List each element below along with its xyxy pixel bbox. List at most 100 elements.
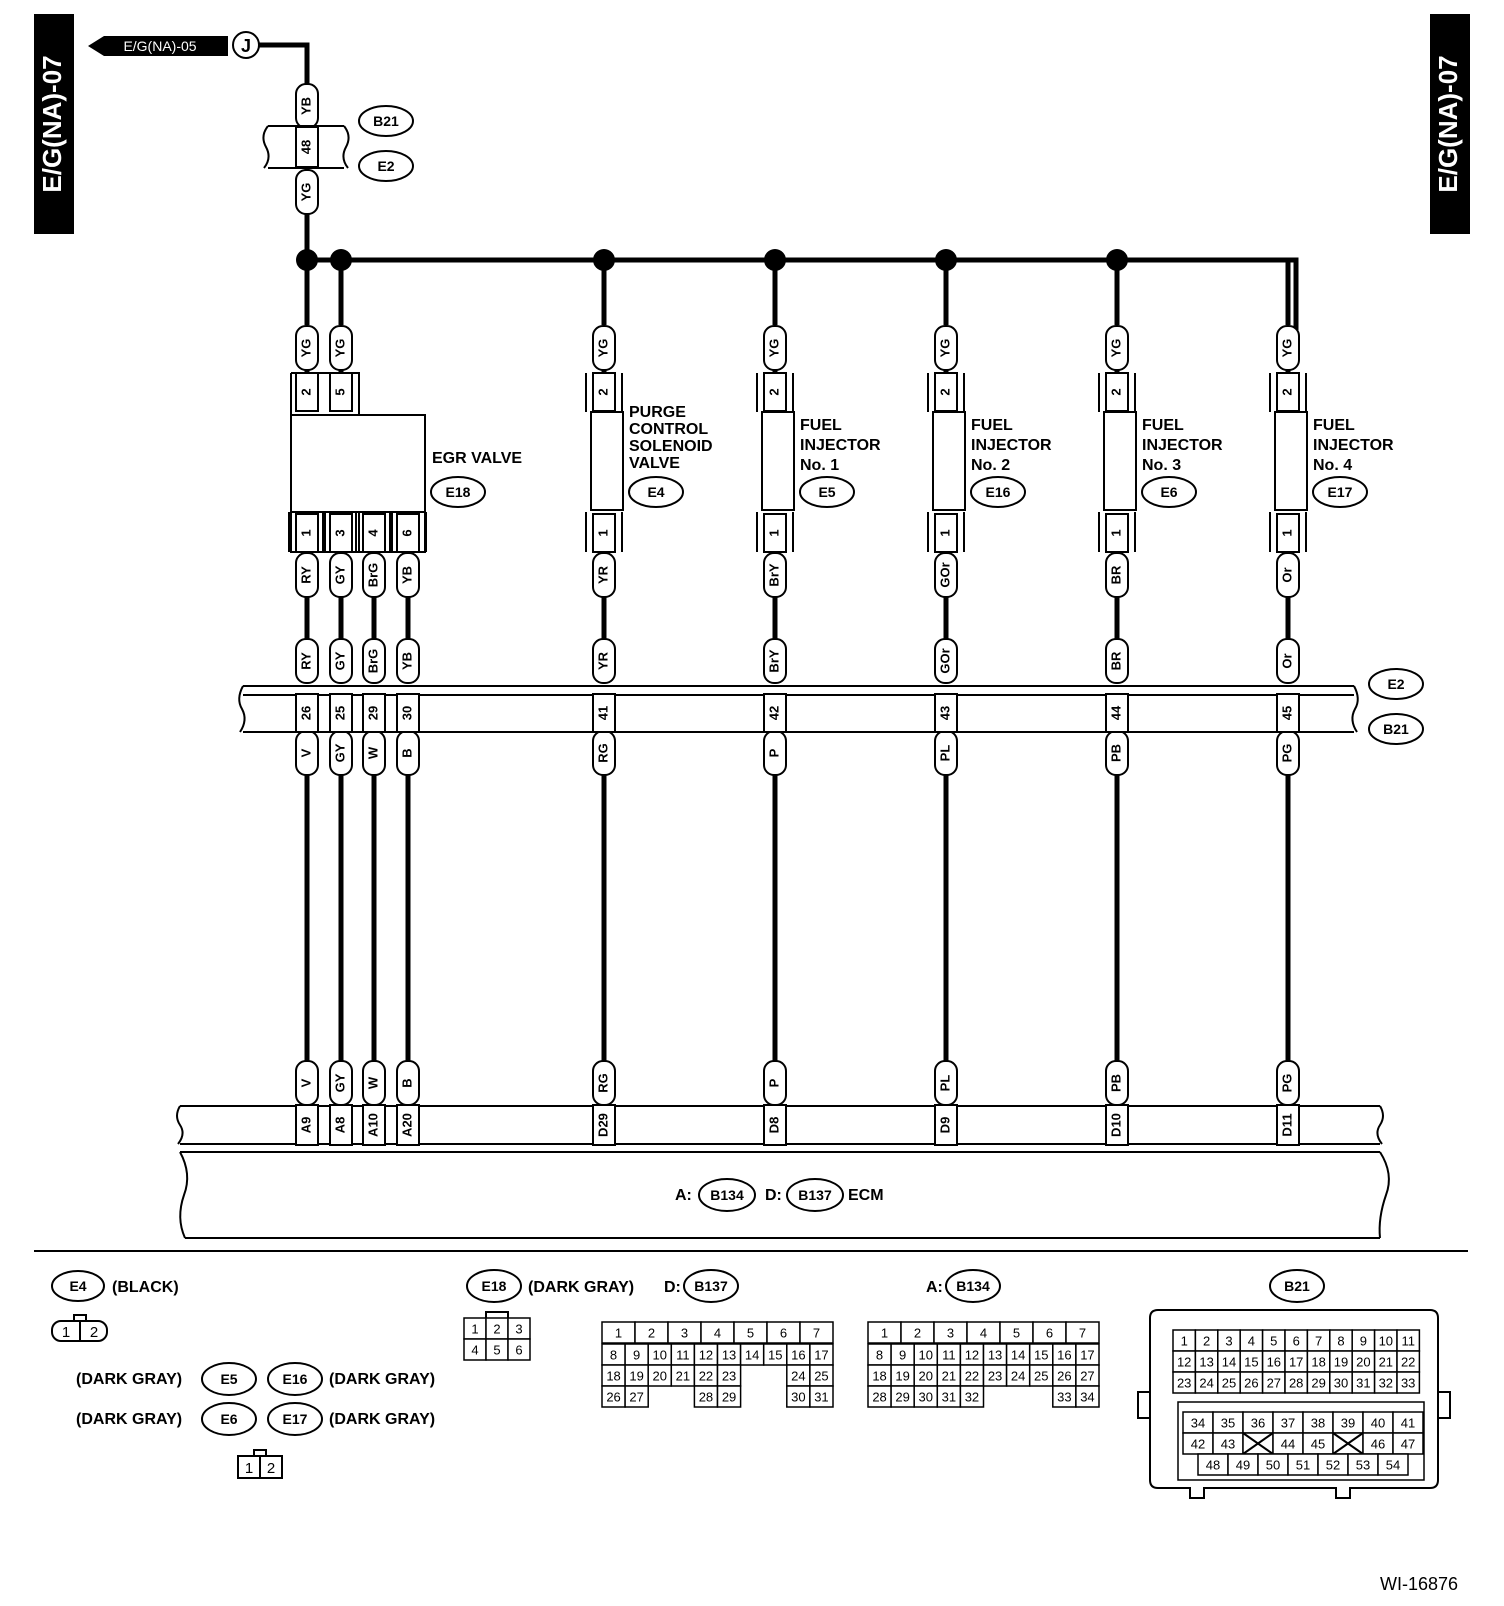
component-bottom-shell <box>1098 512 1136 552</box>
signal-mid-pin-text: 43 <box>937 706 952 720</box>
b134-pin-cell-text: 10 <box>919 1348 933 1363</box>
purge-tag: E4 <box>647 484 664 500</box>
signal-mid-lower-color: PB <box>1105 730 1129 776</box>
ecm-tag-a: B134 <box>710 1187 744 1203</box>
mid-connector-band: E2 B21 <box>238 668 1424 745</box>
signal-comp-pin: 6 <box>396 513 420 553</box>
signal-upper-color: BrG <box>362 552 386 598</box>
left-side-tab: E/G(NA)-07 <box>34 14 74 234</box>
component-top-shell <box>585 373 623 412</box>
b21-pin-cell-text: 36 <box>1251 1416 1265 1431</box>
b137-pin-cell: 6 <box>766 1321 801 1344</box>
signal-mid-lower-color: PG <box>1276 730 1300 776</box>
source-marker: J <box>241 36 251 56</box>
legend-e4-color: (BLACK) <box>112 1279 179 1296</box>
b21-pin-cell-text: 30 <box>1334 1376 1348 1391</box>
b134-pin-cell-text: 4 <box>980 1326 987 1341</box>
signal-mid-pin-text: 26 <box>298 706 313 720</box>
b21-pin-cell: 35 <box>1212 1411 1244 1434</box>
b21-pin-cell-text: 19 <box>1334 1355 1348 1370</box>
b137-pin-cell: 24 <box>786 1364 811 1387</box>
signal-ecm-pin: D11 <box>1276 1104 1300 1146</box>
b134-pin-cell: 21 <box>936 1364 962 1387</box>
branch-color-pill: YG <box>763 325 787 371</box>
branch-color-pill: YG <box>295 325 319 371</box>
legend-e5-tag: E5 <box>220 1371 237 1387</box>
fuel-injector-4: FUEL INJECTOR No. 4 E17 <box>1274 411 1394 511</box>
b21-pin-cell: 29 <box>1306 1371 1331 1394</box>
component-top-shell <box>756 373 794 412</box>
signal-mid-lower-color-text: B <box>399 748 414 757</box>
top-lower-color: YG <box>298 183 313 202</box>
signal-mid-lower-color-text: P <box>766 748 781 757</box>
signal-mid-pin-text: 29 <box>365 706 380 720</box>
figure-id: WI-16876 <box>1380 1574 1458 1594</box>
b137-pin-cell: 13 <box>716 1343 742 1366</box>
b134-pin-cell-text: 12 <box>965 1348 979 1363</box>
b21-pin-cell: 52 <box>1317 1453 1349 1476</box>
b21-pin-cell: 22 <box>1396 1350 1421 1373</box>
b134-pin-cell-text: 19 <box>895 1369 909 1384</box>
b21-pin-cell-text: 10 <box>1379 1334 1393 1349</box>
signal-mid-lower-color-text: PB <box>1108 744 1123 762</box>
egr-valve-tag: E18 <box>446 484 471 500</box>
signal-mid-pin: 42 <box>763 693 787 733</box>
b21-pin-cell: 44 <box>1272 1432 1304 1455</box>
signal-mid-lower-color: B <box>396 730 420 776</box>
signal-ecm-pin: D8 <box>763 1104 787 1146</box>
source-ref-label: E/G(NA)-05 <box>123 38 196 54</box>
b137-pin-cell-text: 3 <box>681 1326 688 1341</box>
b137-pin-cell-text: 19 <box>629 1369 643 1384</box>
signal-comp-pin-text: 3 <box>332 529 347 536</box>
b137-pin-cell-text: 11 <box>676 1348 690 1363</box>
component-bottom-shell <box>322 512 360 552</box>
component-bottom-shell <box>355 512 393 552</box>
egr-valve: EGR VALVE E18 <box>290 414 522 513</box>
b21-pin-cell: 3 <box>1217 1329 1241 1352</box>
b134-pin-cell-text: 14 <box>1011 1348 1025 1363</box>
b134-pin-cell-text: 15 <box>1034 1348 1048 1363</box>
signal-comp-pin-text: 1 <box>1108 529 1123 536</box>
b21-pin-cell: 28 <box>1284 1371 1309 1394</box>
b21-pin-cell: 43 <box>1212 1432 1244 1455</box>
b137-pin-cell-text: 28 <box>699 1390 713 1405</box>
signal-upper-color-text: RY <box>298 566 313 584</box>
branch-color-pill-text: YG <box>1279 339 1294 358</box>
b137-pin-cell-text: 17 <box>814 1348 828 1363</box>
b21-pin-cell: 37 <box>1272 1411 1304 1434</box>
top-connector: YB 48 YG B21 E2 <box>262 83 414 215</box>
b134-pin-cell-text: 21 <box>942 1369 956 1384</box>
fuel-injector-2: FUEL INJECTOR No. 2 E16 <box>932 411 1052 511</box>
b134-pin-cell-text: 22 <box>965 1369 979 1384</box>
main-bus <box>307 257 1299 330</box>
b134-pin-cell-text: 5 <box>1013 1326 1020 1341</box>
b134-pin-cell: 31 <box>936 1385 962 1408</box>
b137-pin-cell-text: 24 <box>791 1369 805 1384</box>
b137-pin-cell-text: 10 <box>653 1348 667 1363</box>
right-tab-label: E/G(NA)-07 <box>1433 55 1463 192</box>
signal-upper-color: YR <box>592 552 616 598</box>
e18-pin-cell: 6 <box>507 1338 531 1361</box>
b137-pin-cell-text: 8 <box>610 1348 617 1363</box>
b21-pin-cell: 24 <box>1194 1371 1219 1394</box>
b134-pin-cell: 1 <box>867 1321 902 1344</box>
signal-ecm-color: GY <box>329 1060 353 1106</box>
b21-pin-cell-text: 32 <box>1379 1376 1393 1391</box>
signal-mid-pin: 41 <box>592 693 616 733</box>
b137-pin-cell-text: 20 <box>653 1369 667 1384</box>
b137-pin-cell: 19 <box>624 1364 649 1387</box>
e18-pin-cell-text: 5 <box>493 1343 500 1358</box>
b21-pin-cell: 25 <box>1217 1371 1241 1394</box>
b137-pin-cell: 12 <box>693 1343 719 1366</box>
signal-comp-pin: 4 <box>362 513 386 553</box>
branch-color-pill-text: YG <box>937 339 952 358</box>
b134-pin-cell-text: 33 <box>1057 1390 1071 1405</box>
b21-pin-cell-text: 15 <box>1244 1355 1258 1370</box>
b137-pin-cell: 15 <box>762 1343 788 1366</box>
b137-pin-cell: 9 <box>624 1343 649 1366</box>
signal-upper-color-text: BR <box>1108 565 1123 584</box>
signal-comp-pin-text: 1 <box>595 529 610 536</box>
b21-pin-cell-text: 41 <box>1401 1416 1415 1431</box>
